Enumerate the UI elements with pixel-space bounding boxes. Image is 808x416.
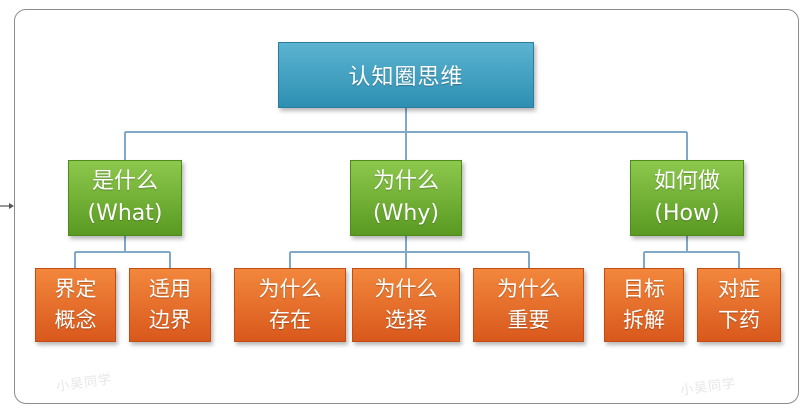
leaf-targeted-remedy-line1: 对症 — [718, 277, 760, 301]
leaf-why-choose: 为什么 选择 — [352, 268, 460, 342]
category-how-line1: 如何做 — [653, 169, 720, 194]
category-what-line2: (What) — [87, 201, 163, 226]
leaf-why-important-line1: 为什么 — [497, 277, 560, 301]
leaf-why-exist-line2: 存在 — [269, 308, 311, 332]
leaf-goal-breakdown-line2: 拆解 — [623, 308, 665, 332]
category-how: 如何做 (How) — [630, 160, 744, 236]
leaf-goal-breakdown-line1: 目标 — [623, 277, 665, 301]
leaf-applicable-boundary-line1: 适用 — [149, 277, 191, 301]
leaf-goal-breakdown: 目标 拆解 — [604, 268, 684, 342]
root-label: 认知圈思维 — [348, 65, 464, 90]
leaf-why-important: 为什么 重要 — [473, 268, 584, 342]
leaf-applicable-boundary: 适用 边界 — [129, 268, 211, 342]
category-why-line1: 为什么 — [372, 169, 439, 194]
leaf-define-concept-line1: 界定 — [54, 277, 97, 301]
leaf-define-concept-line2: 概念 — [54, 308, 97, 332]
category-why-line2: (Why) — [373, 201, 439, 226]
category-what: 是什么 (What) — [68, 160, 182, 236]
leaf-targeted-remedy-line2: 下药 — [718, 308, 760, 332]
leaf-applicable-boundary-line2: 边界 — [149, 308, 191, 332]
leaf-why-important-line2: 重要 — [507, 308, 550, 332]
category-what-line1: 是什么 — [91, 169, 158, 194]
leaf-why-choose-line1: 为什么 — [374, 277, 438, 301]
category-how-line2: (How) — [654, 201, 720, 226]
leaf-why-choose-line2: 选择 — [385, 308, 427, 332]
leaf-why-exist: 为什么 存在 — [234, 268, 346, 342]
incoming-arrow-icon — [0, 203, 14, 209]
leaf-define-concept: 界定 概念 — [35, 268, 116, 342]
leaf-targeted-remedy: 对症 下药 — [697, 268, 781, 342]
category-why: 为什么 (Why) — [350, 160, 462, 236]
leaf-why-exist-line1: 为什么 — [258, 277, 322, 301]
root-node: 认知圈思维 — [278, 42, 534, 108]
